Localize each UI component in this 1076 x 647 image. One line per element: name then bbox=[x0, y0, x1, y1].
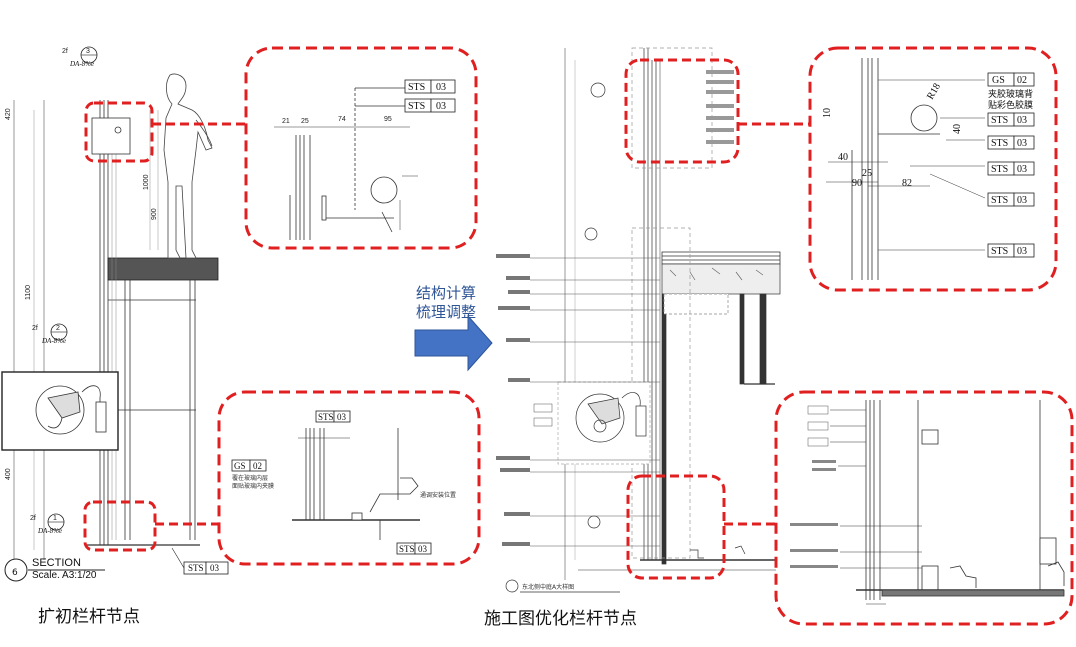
dim-label: 90 bbox=[852, 178, 862, 189]
arrow-icon bbox=[414, 314, 493, 372]
section-title: SECTION bbox=[32, 557, 81, 569]
tag-label: STS bbox=[408, 82, 425, 93]
detail-ref-2: 2 DA-8%e 2f bbox=[32, 323, 68, 345]
arrow-label-line2: 梳理调整 bbox=[416, 303, 477, 321]
gs-tag: GS 02 覆在玻璃内层 面贴玻璃内夹膜 bbox=[231, 459, 274, 490]
detail-ref-num: 3 bbox=[86, 48, 90, 55]
tag-num: 03 bbox=[418, 544, 428, 554]
arrow-label-line1: 结构计算 bbox=[416, 284, 477, 302]
drawing-title: 东北侧中庭A大样图 bbox=[505, 579, 620, 593]
section-scale: Scale. A3:1/20 bbox=[32, 570, 97, 581]
detail-ref-num: 1 bbox=[53, 515, 57, 522]
tag-num: 03 bbox=[1017, 115, 1027, 126]
dim-label: 74 bbox=[338, 116, 346, 123]
annotation-texts bbox=[790, 405, 838, 568]
tag-label: STS bbox=[991, 246, 1008, 257]
tag-num: 02 bbox=[1017, 75, 1027, 86]
annotation-texts bbox=[496, 70, 734, 546]
tag-num: 03 bbox=[436, 101, 446, 112]
right-elevation bbox=[557, 47, 781, 580]
dim-label: 40 bbox=[952, 124, 963, 134]
dim-label: 25 bbox=[301, 118, 309, 125]
gs-tag: GS 02 夹胶玻璃背 贴彩色胶膜 bbox=[987, 72, 1035, 111]
right-bottom-highlight bbox=[626, 474, 726, 580]
right-top-highlight bbox=[624, 58, 740, 164]
tag-label: STS bbox=[408, 101, 425, 112]
left-top-detail-frame bbox=[244, 46, 478, 250]
sts-tag: STS 03 bbox=[987, 192, 1035, 207]
tag-label: STS bbox=[399, 544, 415, 554]
sts-tag: STS 03 bbox=[987, 135, 1035, 150]
tag-num: 03 bbox=[1017, 164, 1027, 175]
install-note: 通调安装位置 bbox=[420, 491, 456, 499]
sts-tag: STS 03 bbox=[987, 161, 1035, 176]
tag-num: 03 bbox=[1017, 138, 1027, 149]
section-number: 6 bbox=[12, 568, 18, 578]
dim-label: 400 bbox=[5, 468, 12, 480]
tag-num: 03 bbox=[436, 82, 446, 93]
left-elevation bbox=[1, 73, 219, 560]
detail-ref-1: 1 DA-8%e 2f bbox=[30, 513, 65, 535]
right-caption: 施工图优化栏杆节点 bbox=[484, 609, 637, 629]
tag-label: STS bbox=[991, 115, 1008, 126]
tag-num: 03 bbox=[1017, 195, 1027, 206]
tag-num: 03 bbox=[1017, 246, 1027, 257]
tag-num: 03 bbox=[210, 563, 220, 573]
ref-prefix: 2f bbox=[30, 515, 36, 522]
detail-ref-code: DA-8%e bbox=[37, 527, 62, 535]
tag-num: 02 bbox=[253, 461, 262, 471]
dim-label: 10 bbox=[822, 108, 833, 118]
dim-label: 21 bbox=[282, 118, 290, 125]
tag-label: STS bbox=[991, 164, 1008, 175]
dim-label: 40 bbox=[838, 152, 848, 163]
tag-label: STS bbox=[991, 195, 1008, 206]
section-mark: 6 bbox=[4, 558, 105, 582]
sts-tag: STS 03 bbox=[396, 542, 432, 555]
tag-label: GS bbox=[234, 461, 246, 471]
tag-label: STS bbox=[318, 412, 334, 422]
dim-label: 900 bbox=[151, 208, 158, 220]
right-top-detail bbox=[826, 58, 986, 280]
gs-note-line1: 夹胶玻璃背 bbox=[988, 88, 1033, 100]
left-top-highlight bbox=[84, 101, 154, 163]
annotation-leaders bbox=[530, 257, 660, 547]
sts-tag: STS 03 bbox=[987, 112, 1035, 127]
left-caption: 扩初栏杆节点 bbox=[38, 607, 140, 627]
gs-note-line2: 贴彩色胶膜 bbox=[988, 99, 1033, 111]
dim-label: 25 bbox=[862, 168, 872, 179]
gs-note-line1: 覆在玻璃内层 bbox=[232, 474, 268, 482]
gs-note-line2: 面贴玻璃内夹膜 bbox=[232, 482, 274, 490]
sts-tag: STS 03 bbox=[404, 98, 456, 113]
detail-ref-3: 3 DA-8%e 2f bbox=[62, 46, 98, 68]
left-bottom-highlight bbox=[83, 500, 157, 552]
ref-prefix: 2f bbox=[62, 48, 68, 55]
right-top-detail-frame bbox=[808, 46, 1058, 292]
tag-label: STS bbox=[991, 138, 1008, 149]
dim-label: 82 bbox=[902, 178, 912, 189]
right-bottom-detail bbox=[830, 400, 1065, 605]
dim-label: 95 bbox=[384, 116, 392, 123]
dim-label: 1000 bbox=[143, 174, 150, 190]
dim-label: 1100 bbox=[25, 285, 32, 300]
sts-tag: STS 03 bbox=[404, 79, 456, 94]
tag-num: 03 bbox=[337, 412, 347, 422]
detail-ref-code: DA-8%e bbox=[69, 60, 94, 68]
left-top-detail bbox=[274, 87, 418, 240]
sts-tag: STS 03 bbox=[171, 547, 229, 575]
detail-ref-code: DA-8%e bbox=[41, 337, 66, 345]
left-bottom-detail bbox=[292, 428, 420, 540]
left-bottom-detail-frame bbox=[217, 390, 481, 566]
tag-label: STS bbox=[188, 563, 204, 573]
dim-labels: 21 25 74 95 bbox=[282, 116, 392, 125]
tag-label: GS bbox=[992, 75, 1005, 86]
right-bottom-detail-frame bbox=[774, 390, 1074, 626]
detail-ref-num: 2 bbox=[56, 325, 60, 332]
right-drawing-title: 东北侧中庭A大样图 bbox=[522, 583, 574, 591]
sts-tag: STS 03 bbox=[315, 410, 351, 423]
ref-prefix: 2f bbox=[32, 325, 38, 332]
dim-label: 420 bbox=[5, 108, 12, 120]
sts-tag: STS 03 bbox=[987, 243, 1035, 258]
